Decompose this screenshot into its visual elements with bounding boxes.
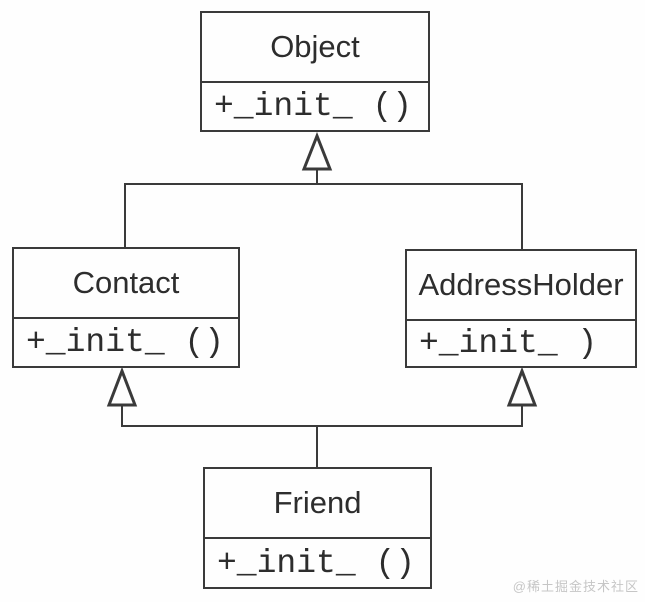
- class-box-object: Object +_init_ (): [200, 11, 430, 132]
- class-method-addressholder: +_init_ ): [419, 325, 598, 362]
- watermark: @稀土掘金技术社区: [512, 579, 639, 594]
- inheritance-arrowhead-addressholder-icon: [506, 366, 538, 407]
- class-box-addressholder: AddressHolder +_init_ ): [405, 249, 637, 368]
- class-box-friend: Friend +_init_ (): [203, 467, 432, 589]
- class-name-contact: Contact: [14, 249, 238, 319]
- class-name-friend: Friend: [205, 469, 430, 539]
- class-method-contact: +_init_ (): [26, 324, 225, 361]
- connector-branch-from-friend: [121, 405, 523, 427]
- connector-branch-to-object: [124, 183, 523, 249]
- class-name-object: Object: [202, 13, 428, 83]
- class-name-addressholder: AddressHolder: [407, 251, 635, 321]
- inheritance-arrowhead-object-icon: [301, 131, 333, 171]
- class-box-contact: Contact +_init_ (): [12, 247, 240, 368]
- class-method-object: +_init_ (): [214, 88, 413, 125]
- class-method-friend: +_init_ (): [217, 544, 416, 582]
- inheritance-arrowhead-contact-icon: [106, 366, 138, 407]
